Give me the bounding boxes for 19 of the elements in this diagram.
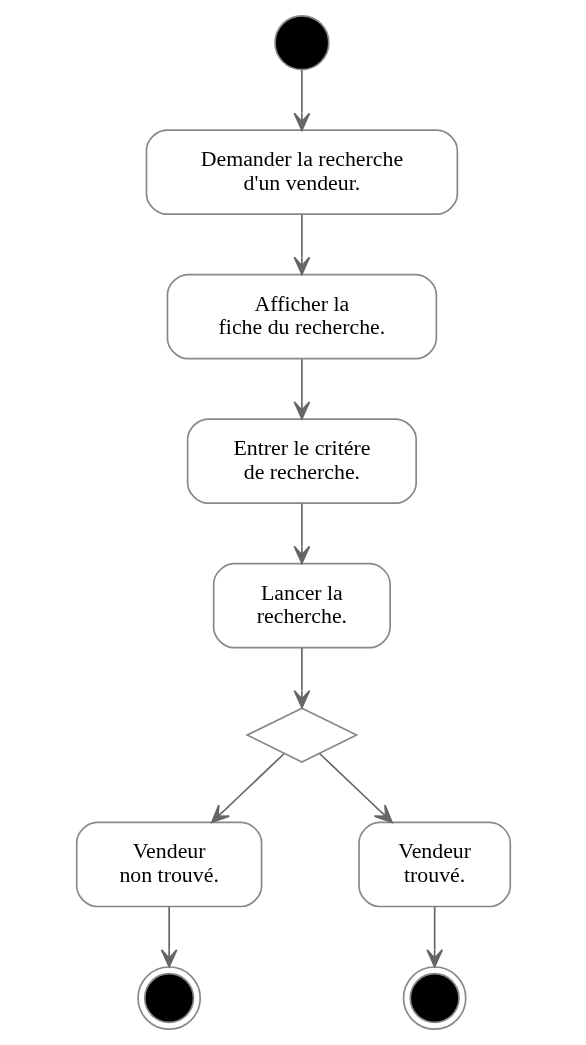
- arrow: [293, 69, 310, 131]
- node-diamond: [244, 707, 358, 763]
- node-box: Afficher la fiche du recherche.: [166, 273, 437, 360]
- node-box: Demander la recherche d'un vendeur.: [145, 129, 458, 215]
- arrow: [293, 358, 310, 420]
- node-circle: [273, 15, 330, 71]
- arrow: [293, 647, 310, 709]
- arrow: [160, 905, 178, 968]
- arrow: [318, 752, 393, 824]
- arrow: [210, 752, 285, 824]
- node-box: Entrer le critére de recherche.: [186, 418, 417, 504]
- node-box: Lancer la recherche.: [212, 562, 391, 649]
- node-box: Vendeur trouvé.: [357, 821, 511, 908]
- arrow: [425, 905, 443, 968]
- arrow: [293, 213, 310, 276]
- arrow: [293, 502, 310, 565]
- node-bullseye: [402, 966, 467, 1030]
- node-bullseye: [136, 966, 201, 1030]
- node-box: Vendeur non trouvé.: [75, 821, 262, 908]
